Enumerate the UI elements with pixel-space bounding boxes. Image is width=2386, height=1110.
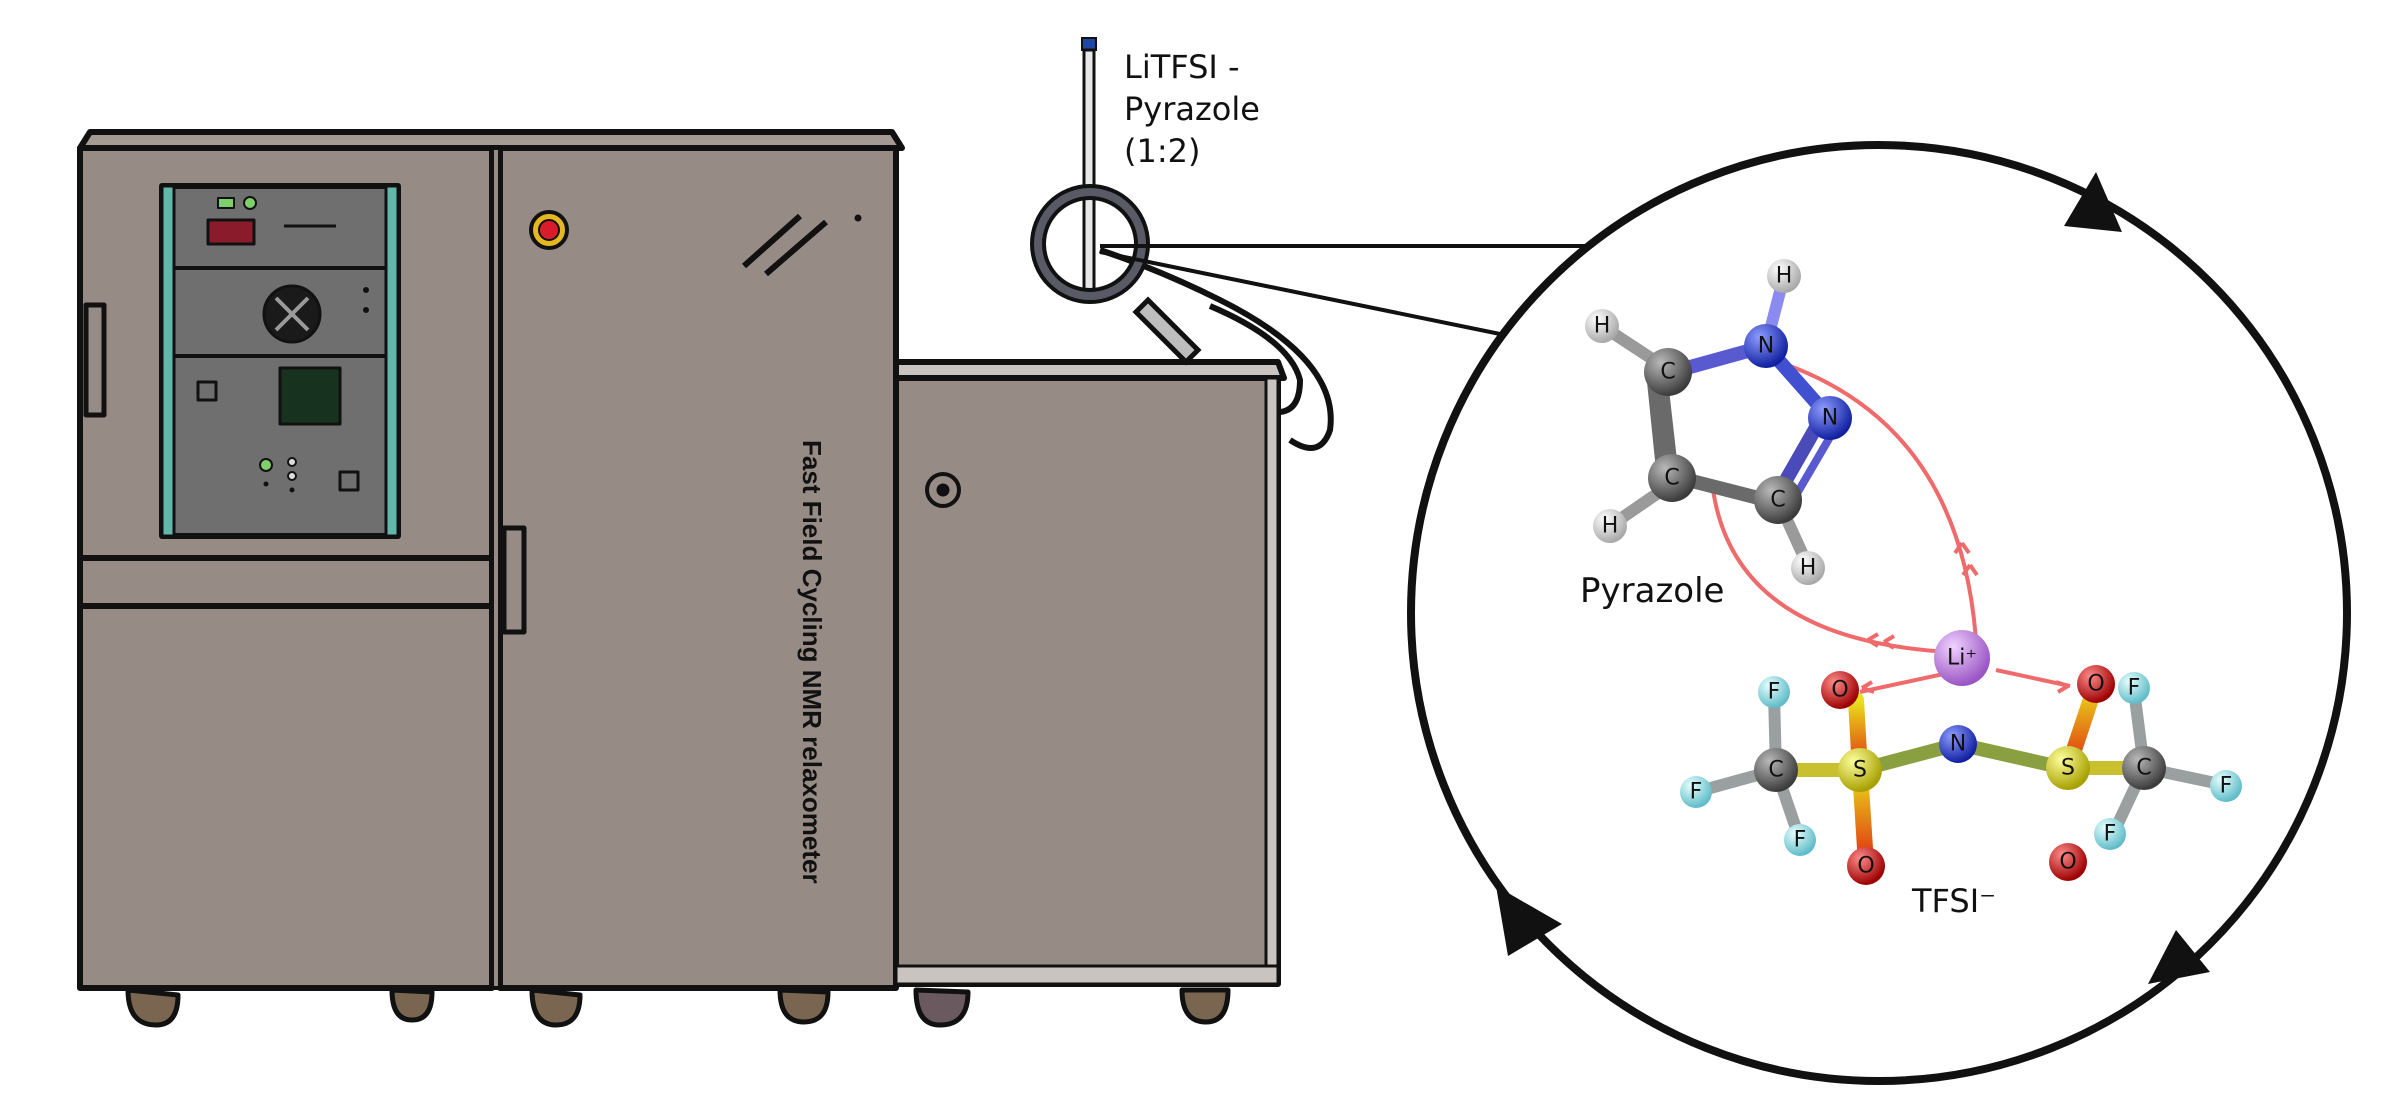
atom-o: O [1821,671,1859,709]
tfsi-label: TFSI⁻ [1911,882,1996,920]
svg-text:Li⁺: Li⁺ [1947,646,1977,671]
wheels [125,987,1231,1028]
sample-tube [1081,37,1097,292]
svg-text:C: C [1664,466,1679,491]
svg-text:H: H [1602,514,1619,539]
arrow-head-left [1496,886,1562,956]
atom-h: H [1593,509,1627,543]
pyrazole-label: Pyrazole [1580,571,1724,611]
atom-s: S [1838,748,1882,792]
svg-text:F: F [1794,828,1807,853]
center-cabinet [497,145,899,991]
svg-text:F: F [2128,676,2141,701]
svg-text:O: O [1857,854,1874,879]
svg-text:N: N [1758,334,1774,359]
svg-text:C: C [1770,488,1785,513]
control-panel [159,183,401,539]
atom-f: F [2210,770,2242,802]
tfsi-anion: O O F F C S N S C F F F F O O [1680,665,2242,885]
arrow-head-top [2064,172,2122,232]
atom-o: O [2077,665,2115,703]
atom-h: H [1791,551,1825,585]
arrow-head-right [2148,930,2210,984]
zoom-lines [1099,244,1590,336]
svg-text:C: C [1768,758,1783,783]
svg-text:N: N [1950,732,1966,757]
atom-n: N [1744,324,1788,368]
atom-o: O [1847,847,1885,885]
screen [278,366,342,426]
svg-text:F: F [1768,680,1781,705]
atom-c: C [1754,748,1798,792]
svg-text:O: O [2059,850,2076,875]
pyrazole-molecule: H H C N N C C H H [1585,259,1852,585]
atom-s: S [2046,746,2090,790]
atom-f: F [2118,672,2150,704]
right-cabinet [893,375,1281,987]
svg-text:S: S [2061,756,2075,781]
atom-o: O [2049,843,2087,881]
instrument-label: Fast Field Cycling NMR relaxometer [797,440,827,884]
top-vent [77,129,905,151]
indicator-green [217,197,235,209]
svg-text:H: H [1776,264,1793,289]
atom-c: C [1648,454,1696,502]
atom-h: H [1767,259,1801,293]
svg-text:O: O [1831,678,1848,703]
svg-text:F: F [2220,774,2233,799]
atom-h: H [1585,309,1619,343]
atom-f: F [2094,818,2126,850]
right-cabinet-top [893,359,1287,381]
atom-n: N [1939,725,1977,763]
atom-c: C [2122,746,2166,790]
svg-text:O: O [2087,672,2104,697]
atom-c: C [1644,348,1692,396]
left-side-handle [83,302,107,418]
svg-text:S: S [1853,758,1867,783]
atom-f: F [1784,824,1816,856]
svg-text:H: H [1800,556,1817,581]
relaxometer-instrument: Fast Field Cycling NMR relaxometer [77,129,1287,1028]
atom-f: F [1680,776,1712,808]
svg-text:H: H [1594,314,1611,339]
sample-label-line2: Pyrazole [1124,90,1260,128]
fan-icon [262,284,322,344]
sample-label-line1: LiTFSI - [1124,48,1240,86]
center-door-handle [501,525,527,635]
rotation-arrows [1496,172,2210,984]
display-red [206,218,256,246]
atom-f: F [1758,676,1790,708]
atom-c: C [1754,476,1802,524]
sample-label-line3: (1:2) [1124,132,1200,170]
svg-text:F: F [2104,822,2117,847]
svg-text:C: C [2136,756,2151,781]
lithium-ion: Li⁺ [1934,630,1990,686]
zoom-circle [1407,141,2351,1085]
atom-n: N [1808,396,1852,440]
svg-text:F: F [1690,780,1703,805]
svg-text:N: N [1822,406,1838,431]
svg-text:C: C [1660,360,1675,385]
